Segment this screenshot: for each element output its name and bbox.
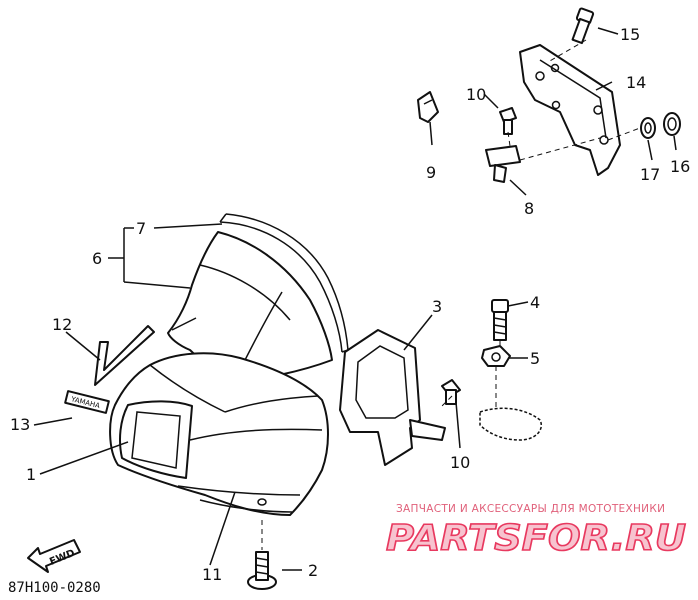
callout-8: 8 (524, 199, 534, 218)
callout-10-lower: 10 (450, 453, 470, 472)
callout-14: 14 (626, 73, 646, 92)
callout-11: 11 (202, 565, 222, 584)
watermark-logo-fill: PARTSFOR.RU (386, 518, 686, 559)
diagram-code: 87H100-0280 (8, 580, 101, 596)
watermark-tagline: ЗАПЧАСТИ И АКСЕССУАРЫ ДЛЯ МОТОТЕХНИКИ (396, 503, 665, 515)
callout-16: 16 (670, 157, 690, 176)
cowling-stay (339, 329, 446, 466)
bolt-4 (491, 299, 509, 341)
assembly-lines (261, 39, 641, 550)
callout-13: 13 (10, 415, 30, 434)
callout-15: 15 (620, 25, 640, 44)
callout-2: 2 (308, 561, 318, 580)
headlight-bracket (519, 44, 621, 176)
forward-direction-arrow: FWD (27, 539, 81, 573)
side-stripe-emblem (94, 325, 155, 386)
callout-9: 9 (426, 163, 436, 182)
callout-6: 6 (92, 249, 102, 268)
callout-12: 12 (52, 315, 72, 334)
bolt-10-upper (499, 107, 517, 135)
yamaha-emblem: YAMAHA (64, 390, 110, 414)
callout-17: 17 (640, 165, 660, 184)
callout-3: 3 (432, 297, 442, 316)
callout-4: 4 (530, 293, 540, 312)
callout-7: 7 (136, 219, 146, 238)
bracket-8 (485, 145, 521, 183)
watermark-logo: PARTSFOR.RU (386, 518, 686, 559)
leader-lines (33, 27, 677, 571)
washer-17 (640, 117, 656, 139)
bolt-10-lower (441, 379, 461, 405)
front-cowling (109, 352, 329, 516)
nut-5 (481, 345, 511, 367)
mounting-plate (479, 407, 542, 441)
nut-16 (663, 112, 681, 136)
callout-numbers: 1 2 3 4 5 6 7 8 9 10 10 11 12 13 14 15 1… (10, 25, 690, 584)
bolt-15 (571, 7, 595, 45)
screw-2 (247, 551, 277, 590)
watermark: ЗАПЧАСТИ И АКСЕССУАРЫ ДЛЯ МОТОТЕХНИКИ PA… (385, 503, 687, 560)
callout-10-upper: 10 (466, 85, 486, 104)
callout-5: 5 (530, 349, 540, 368)
callout-1: 1 (26, 465, 36, 484)
clip-9 (417, 91, 439, 123)
